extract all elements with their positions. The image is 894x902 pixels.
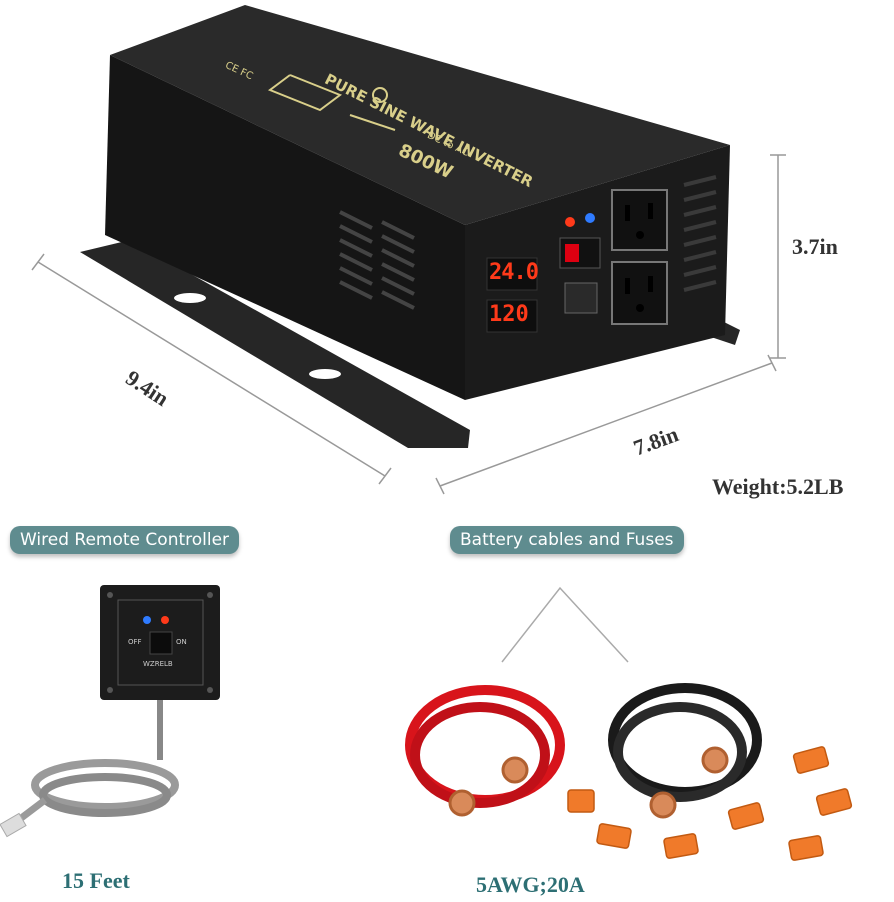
display-voltage-in: 24.0 bbox=[489, 260, 539, 285]
red-cable-lug bbox=[448, 789, 476, 817]
remote-off-label: OFF bbox=[128, 638, 142, 646]
blade-fuses bbox=[567, 746, 853, 861]
solar-decoration bbox=[267, 74, 396, 131]
remote-inner-frame bbox=[117, 599, 204, 686]
ac-outlet-bottom bbox=[611, 261, 668, 325]
display-voltage-out: 120 bbox=[489, 302, 529, 327]
inverter-top bbox=[110, 5, 730, 225]
cables-bracket bbox=[501, 586, 629, 663]
remote-cable-length: 15 Feet bbox=[62, 868, 130, 893]
side-vents bbox=[339, 210, 415, 310]
rj-plug bbox=[0, 812, 27, 838]
power-switch-rocker bbox=[565, 244, 579, 262]
red-battery-cable bbox=[405, 685, 565, 808]
remote-switch bbox=[149, 631, 173, 655]
cable-spec: 5AWG;20A bbox=[476, 872, 585, 897]
black-cable-lug bbox=[701, 746, 729, 774]
fault-led bbox=[565, 217, 575, 227]
remote-cable-coil bbox=[31, 759, 179, 811]
remote-port bbox=[564, 282, 598, 314]
cables-section-label: Battery cables and Fuses bbox=[450, 526, 684, 554]
front-vents bbox=[683, 175, 717, 292]
voltage-display-in bbox=[486, 257, 538, 291]
black-cable-lug bbox=[649, 791, 677, 819]
remote-brand: WZRELB bbox=[143, 660, 173, 668]
mount-slot bbox=[174, 293, 206, 303]
dimension-lines bbox=[31, 154, 786, 495]
black-battery-cable bbox=[608, 683, 762, 802]
power-led bbox=[585, 213, 595, 223]
weight-label: Weight:5.2LB bbox=[712, 474, 844, 499]
voltage-display-out bbox=[486, 299, 538, 333]
mount-slot bbox=[309, 369, 341, 379]
ac-outlet-top bbox=[611, 189, 668, 251]
remote-section-label: Wired Remote Controller bbox=[10, 526, 240, 554]
remote-power-led bbox=[143, 616, 151, 624]
mount-flange-left bbox=[80, 240, 470, 448]
inverter-side bbox=[105, 55, 465, 400]
red-cable-lug bbox=[501, 756, 529, 784]
power-switch bbox=[559, 237, 601, 269]
remote-on-label: ON bbox=[176, 638, 187, 646]
height-label: 3.7in bbox=[792, 234, 838, 259]
remote-fault-led bbox=[161, 616, 169, 624]
